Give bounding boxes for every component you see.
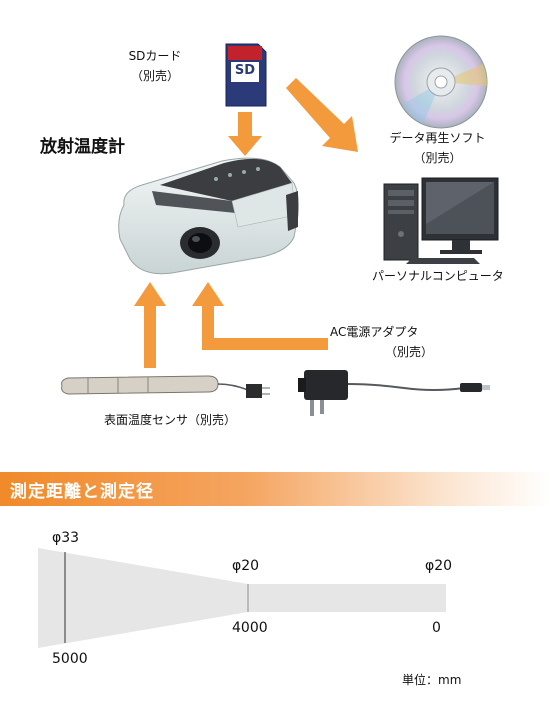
sdcard-icon	[225, 43, 267, 107]
beam-cone	[38, 548, 248, 648]
pc-icon	[383, 177, 499, 264]
beam-shape	[38, 548, 446, 648]
sdcard-note: （別売）	[130, 69, 179, 83]
arrow-adapter	[192, 282, 328, 350]
surface-sensor-icon	[61, 375, 270, 398]
software-label: データ再生ソフト	[389, 131, 486, 145]
arrow-sensor	[134, 282, 166, 368]
distance-near: 0	[432, 620, 441, 636]
sdcard-label: SDカード	[128, 49, 182, 63]
arrow-sdcard	[228, 112, 262, 156]
adapter-note: （別売）	[385, 345, 434, 359]
section-title: 測定距離と測定径	[10, 482, 154, 502]
pc-label: パーソナルコンピュータ	[372, 269, 504, 283]
distance-far: 5000	[52, 651, 88, 667]
cd-icon	[394, 35, 488, 129]
diameter-mid: φ20	[232, 558, 260, 574]
sensor-label: 表面温度センサ（別売）	[104, 413, 237, 427]
software-note: （別売）	[413, 151, 462, 165]
section-banner: 測定距離と測定径	[0, 472, 550, 506]
distance-mid: 4000	[232, 620, 268, 636]
beam-straight	[248, 584, 446, 612]
connection-arrows	[134, 78, 358, 368]
sd-logo-text: SD	[234, 63, 256, 78]
arrow-software	[286, 78, 358, 152]
ac-adapter-icon	[298, 370, 490, 416]
diameter-near: φ20	[425, 558, 453, 574]
diameter-far: φ33	[52, 530, 80, 546]
adapter-label: AC電源アダプタ	[330, 325, 419, 339]
radiation-thermometer-icon	[118, 157, 299, 275]
unit-label: 単位：mm	[402, 673, 462, 687]
thermometer-label: 放射温度計	[40, 137, 125, 157]
